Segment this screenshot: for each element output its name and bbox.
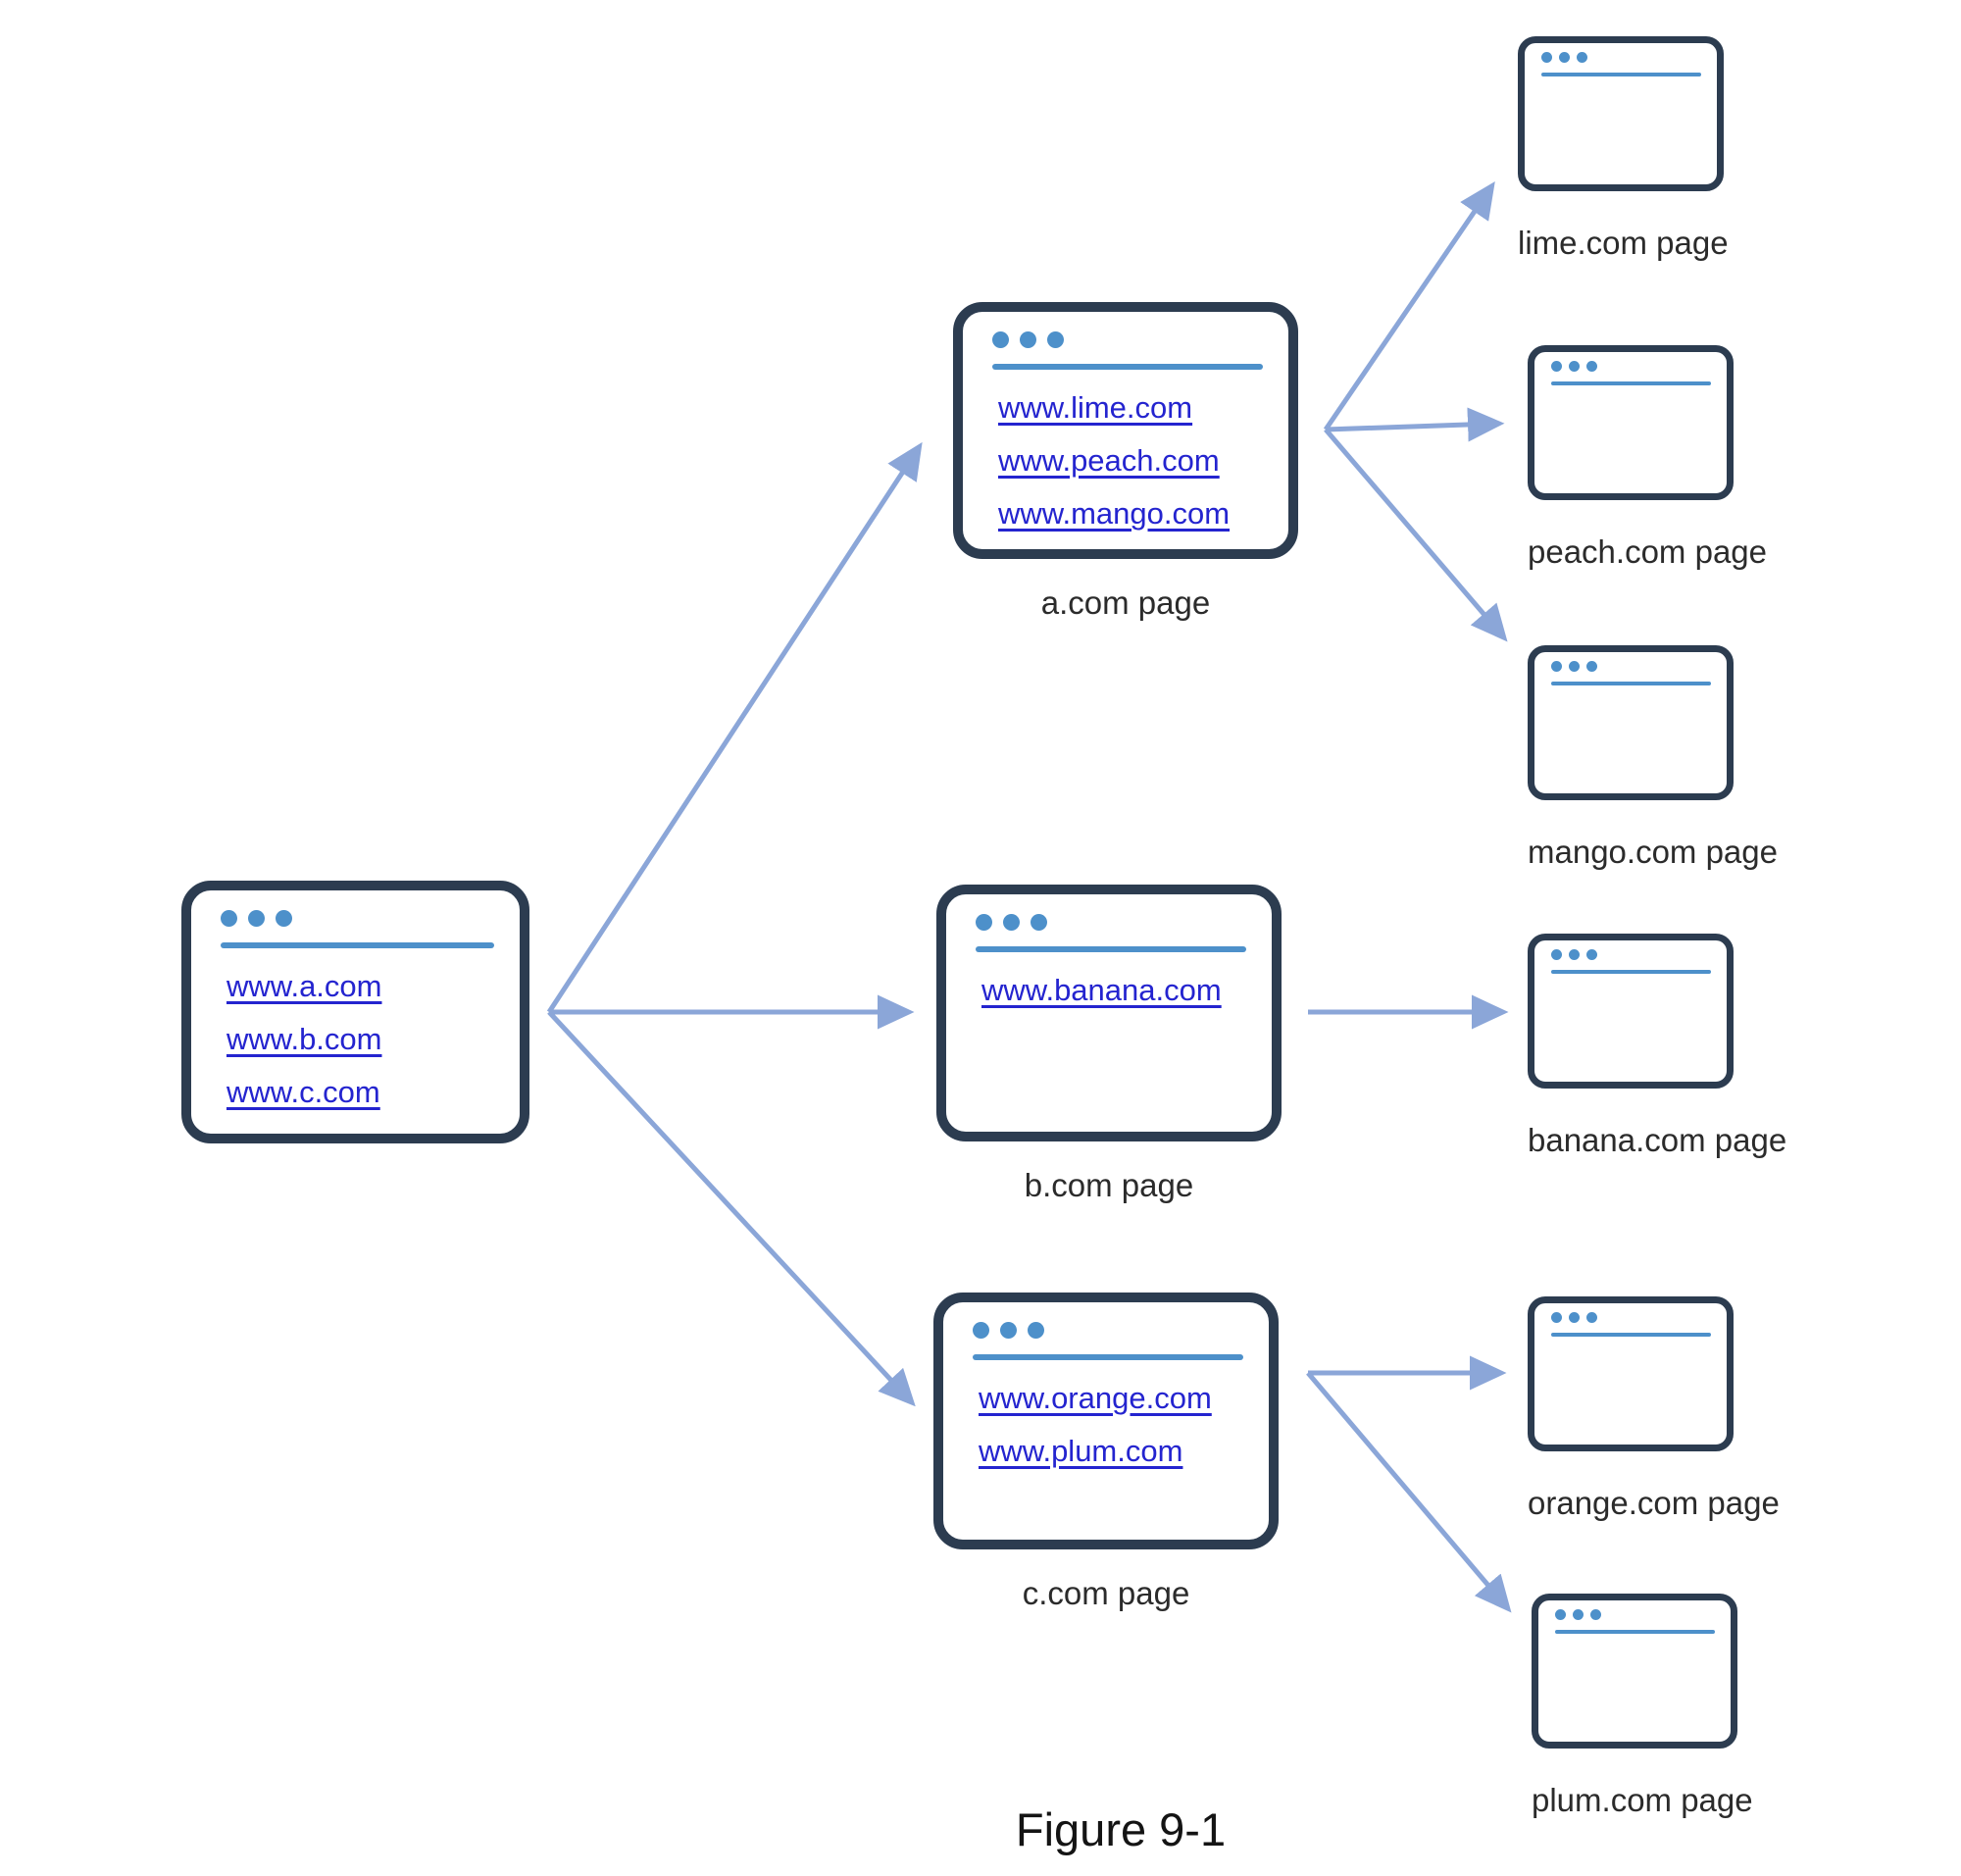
- window-dot-icon: [1569, 1312, 1580, 1323]
- figure-caption: Figure 9-1: [1015, 1803, 1227, 1855]
- link-www-peach-com[interactable]: www.peach.com: [998, 443, 1220, 479]
- browser-chrome: [943, 1302, 1269, 1360]
- link-www-a-com[interactable]: www.a.com: [226, 969, 382, 1003]
- browser-window-banana-com: banana.com page: [1528, 934, 1787, 1159]
- window-dot-icon: [1559, 52, 1570, 63]
- link-www-mango-com[interactable]: www.mango.com: [998, 496, 1231, 532]
- link-www-plum-com[interactable]: www.plum.com: [979, 1434, 1183, 1469]
- window-dot-icon: [1569, 361, 1580, 372]
- window-label-c-com: c.com page: [1022, 1575, 1190, 1611]
- browser-chrome: [1534, 352, 1727, 385]
- window-label-orange-com: orange.com page: [1528, 1485, 1780, 1521]
- browser-chrome: [1525, 43, 1717, 76]
- browser-chrome: [1538, 1600, 1731, 1634]
- address-bar: [1551, 381, 1711, 385]
- window-dot-icon: [1028, 1322, 1044, 1339]
- window-dot-icon: [1551, 661, 1562, 672]
- window-dot-icon: [1551, 361, 1562, 372]
- arrow-c-to-plum: [1306, 1371, 1512, 1613]
- browser-window-b-com: www.banana.com b.com page: [936, 885, 1282, 1204]
- arrow-start-to-a: [546, 441, 923, 1014]
- window-dot-icon: [1586, 1312, 1597, 1323]
- window-label-banana-com: banana.com page: [1528, 1122, 1787, 1158]
- window-buttons-icon: [992, 331, 1263, 348]
- browser-window-peach-com: peach.com page: [1528, 345, 1768, 571]
- window-dot-icon: [973, 1322, 989, 1339]
- browser-window-orange-com: orange.com page: [1528, 1296, 1780, 1522]
- window-dot-icon: [1555, 1609, 1566, 1620]
- browser-window-lime-com: lime.com page: [1518, 36, 1729, 262]
- window-dot-icon: [1031, 914, 1047, 931]
- browser-chrome: [963, 312, 1288, 370]
- address-bar: [973, 1354, 1243, 1360]
- window-dot-icon: [1586, 949, 1597, 960]
- window-buttons-icon: [1551, 1312, 1711, 1323]
- window-dot-icon: [1586, 361, 1597, 372]
- window-dot-icon: [1569, 949, 1580, 960]
- link-www-lime-com[interactable]: www.lime.com: [998, 390, 1193, 425]
- window-dot-icon: [1577, 52, 1587, 63]
- window-label-lime-com: lime.com page: [1518, 225, 1729, 261]
- link-www-c-com[interactable]: www.c.com: [226, 1075, 380, 1110]
- window-dot-icon: [1000, 1322, 1017, 1339]
- window-dot-icon: [1551, 949, 1562, 960]
- window-dot-icon: [1003, 914, 1020, 931]
- window-buttons-icon: [1555, 1609, 1715, 1620]
- window-buttons-icon: [1551, 361, 1711, 372]
- window-buttons-icon: [1541, 52, 1701, 63]
- address-bar: [976, 946, 1246, 952]
- browser-chrome: [191, 890, 520, 948]
- browser-window-mango-com: mango.com page: [1528, 645, 1778, 871]
- link-www-b-com[interactable]: www.b.com: [226, 1022, 382, 1057]
- arrow-a-to-mango: [1324, 428, 1508, 642]
- address-bar: [1555, 1630, 1715, 1634]
- window-label-mango-com: mango.com page: [1528, 834, 1778, 870]
- address-bar: [1541, 73, 1701, 76]
- browser-chrome: [1534, 652, 1727, 685]
- window-dot-icon: [221, 910, 237, 927]
- window-dot-icon: [1541, 52, 1552, 63]
- window-dot-icon: [976, 914, 992, 931]
- window-dot-icon: [276, 910, 292, 927]
- address-bar: [992, 364, 1263, 370]
- window-dot-icon: [248, 910, 265, 927]
- browser-chrome: [946, 894, 1272, 952]
- window-label-peach-com: peach.com page: [1528, 533, 1768, 570]
- window-dot-icon: [992, 331, 1009, 348]
- browser-window-start: www.a.com www.b.com www.c.com: [181, 881, 529, 1143]
- browser-window-plum-com: plum.com page: [1532, 1594, 1753, 1819]
- address-bar: [221, 942, 494, 948]
- window-buttons-icon: [1551, 661, 1711, 672]
- browser-window-c-com: www.orange.com www.plum.com c.com page: [933, 1293, 1279, 1612]
- browser-window-a-com: www.lime.com www.peach.com www.mango.com…: [953, 302, 1298, 622]
- browser-chrome: [1534, 1303, 1727, 1337]
- arrow-a-to-lime: [1323, 180, 1495, 431]
- browser-chrome: [1534, 940, 1727, 974]
- arrow-start-to-c: [547, 1010, 916, 1407]
- window-buttons-icon: [221, 910, 494, 927]
- arrow-a-to-peach: [1325, 407, 1505, 442]
- window-buttons-icon: [1551, 949, 1711, 960]
- window-dot-icon: [1047, 331, 1064, 348]
- window-label-b-com: b.com page: [1024, 1167, 1194, 1203]
- window-dot-icon: [1586, 661, 1597, 672]
- window-dot-icon: [1573, 1609, 1584, 1620]
- link-www-banana-com[interactable]: www.banana.com: [981, 973, 1222, 1007]
- window-dot-icon: [1569, 661, 1580, 672]
- window-dot-icon: [1590, 1609, 1601, 1620]
- link-www-orange-com[interactable]: www.orange.com: [979, 1381, 1212, 1415]
- address-bar: [1551, 1333, 1711, 1337]
- window-label-a-com: a.com page: [1040, 584, 1211, 621]
- window-dot-icon: [1020, 331, 1036, 348]
- window-buttons-icon: [976, 914, 1246, 931]
- address-bar: [1551, 970, 1711, 974]
- window-dot-icon: [1551, 1312, 1562, 1323]
- window-label-plum-com: plum.com page: [1532, 1782, 1753, 1818]
- window-buttons-icon: [973, 1322, 1243, 1339]
- address-bar: [1551, 682, 1711, 685]
